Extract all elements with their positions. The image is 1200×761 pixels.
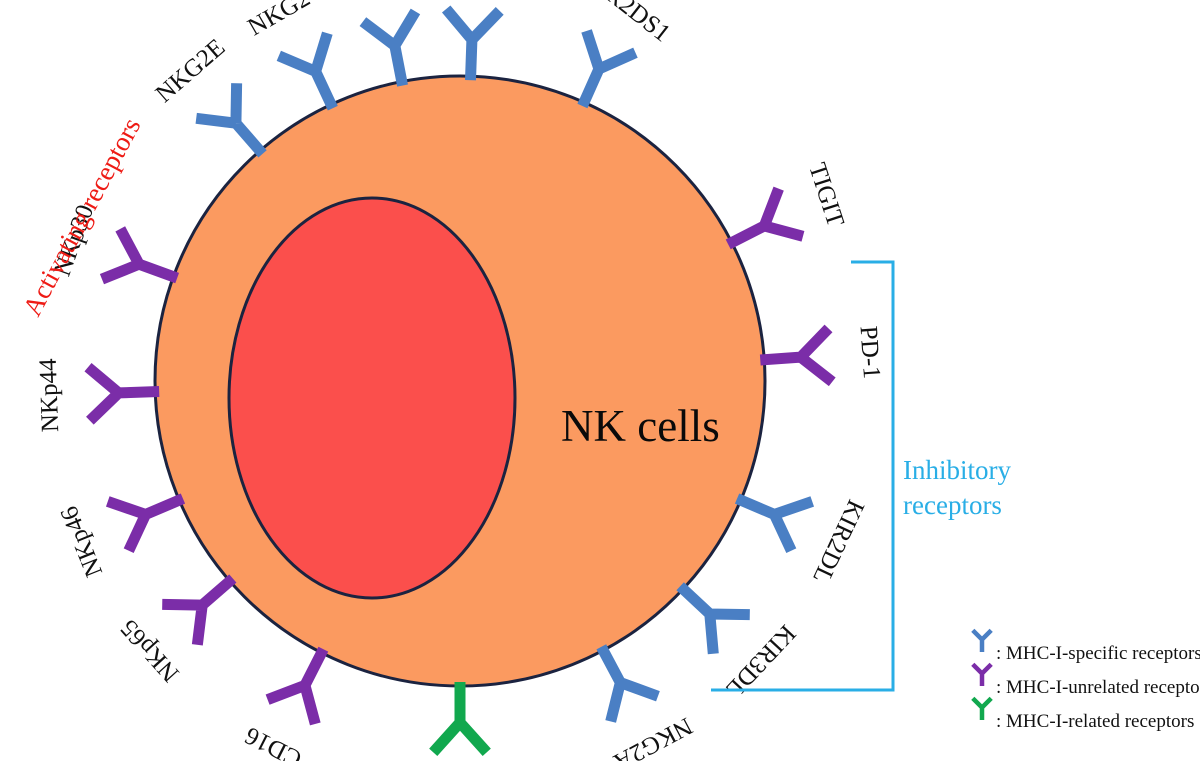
activating-receptors-label: Activating receptors xyxy=(17,113,147,321)
receptor-label-group: NKp65 xyxy=(115,614,184,687)
receptor-kir2ds1 xyxy=(577,29,638,109)
receptor-label: KIR2DL xyxy=(807,496,869,588)
legend-item-label: : MHC-I-unrelated receptors xyxy=(996,677,1200,698)
y-receptor-icon xyxy=(676,582,750,655)
receptor-label: KIR3DS5 xyxy=(330,0,434,5)
y-receptor-icon xyxy=(971,662,993,686)
inhibitory-receptors-label-line2: receptors xyxy=(903,490,1002,520)
receptor-label: NKp46 xyxy=(56,502,109,580)
receptor-kir3ds5 xyxy=(359,8,421,87)
receptor-label-group: PD-1 xyxy=(854,325,885,380)
receptor-kir2ds3 xyxy=(441,5,504,81)
receptor-cd16 xyxy=(265,646,329,726)
y-receptor-icon xyxy=(265,646,329,726)
receptor-label: CD16 xyxy=(241,721,306,761)
receptor-kir3dl xyxy=(676,582,750,655)
page-title: NK cells xyxy=(561,401,720,451)
y-receptor-icon xyxy=(759,324,836,387)
receptor-nkp44 xyxy=(84,362,160,425)
receptor-label-group: NKG2C xyxy=(243,0,329,41)
y-receptor-icon xyxy=(429,682,491,756)
receptor-label: NKp44 xyxy=(35,358,65,433)
y-receptor-icon xyxy=(734,493,815,554)
y-receptor-icon xyxy=(725,186,805,250)
inhibitory-receptors-label-line1: Inhibitory xyxy=(903,455,1011,485)
activating-receptors-group: Activating receptors xyxy=(17,113,147,321)
y-receptor-icon xyxy=(99,226,180,285)
receptor-pd-1 xyxy=(759,324,836,387)
y-receptor-icon xyxy=(441,5,504,81)
receptor-kir2dl xyxy=(734,493,815,554)
receptor-label: NKp65 xyxy=(115,614,184,687)
receptor-label-group: NKp46 xyxy=(56,502,109,580)
receptor-label-group: NKp44 xyxy=(35,358,65,433)
receptor-label-group: NKG2E xyxy=(151,34,231,108)
y-receptor-icon xyxy=(84,362,160,425)
nk-cell-body xyxy=(153,74,767,688)
receptor-label-group: CD16 xyxy=(241,721,306,761)
y-receptor-icon xyxy=(596,644,660,723)
y-receptor-icon xyxy=(105,493,186,554)
y-receptor-icon xyxy=(971,696,993,720)
nucleus-ellipse xyxy=(227,196,517,600)
legend-item-label: : MHC-I-related receptors xyxy=(996,711,1194,732)
receptor-label-group: KIR2DL xyxy=(807,496,869,588)
inhibitory-bracket xyxy=(711,260,895,692)
receptor-label: NKG2E xyxy=(151,34,231,108)
y-receptor-icon xyxy=(162,574,237,646)
receptor-label-group: KIR3DS5 xyxy=(330,0,434,5)
receptor-nkp30 xyxy=(99,226,180,285)
y-receptor-icon xyxy=(276,31,338,111)
receptor-tigit xyxy=(725,186,805,250)
receptor-nkg2e xyxy=(195,83,267,158)
receptor-nkg2c xyxy=(276,31,338,111)
y-receptor-icon xyxy=(359,8,421,87)
receptor-label: NKG2A xyxy=(609,712,696,761)
y-receptor-icon xyxy=(195,83,267,158)
receptor-label-group: NKG2A xyxy=(609,712,696,761)
receptor-nkg2d xyxy=(429,682,491,756)
receptor-nkg2a xyxy=(596,644,660,723)
receptor-nkp46 xyxy=(105,493,186,554)
legend: : MHC-I-specific receptors : MHC-I-unrela… xyxy=(971,628,1200,732)
receptor-label: PD-1 xyxy=(854,325,885,380)
receptor-label-group: TIGIT xyxy=(803,160,849,230)
y-receptor-icon xyxy=(971,628,993,652)
y-receptor-icon xyxy=(577,29,638,109)
receptor-label: NKG2C xyxy=(243,0,329,41)
legend-item-label: : MHC-I-specific receptors xyxy=(996,643,1200,664)
inhibitory-receptors-group: Inhibitory receptors xyxy=(903,455,1011,520)
receptor-nkp65 xyxy=(162,574,237,646)
receptor-label: TIGIT xyxy=(803,160,849,230)
